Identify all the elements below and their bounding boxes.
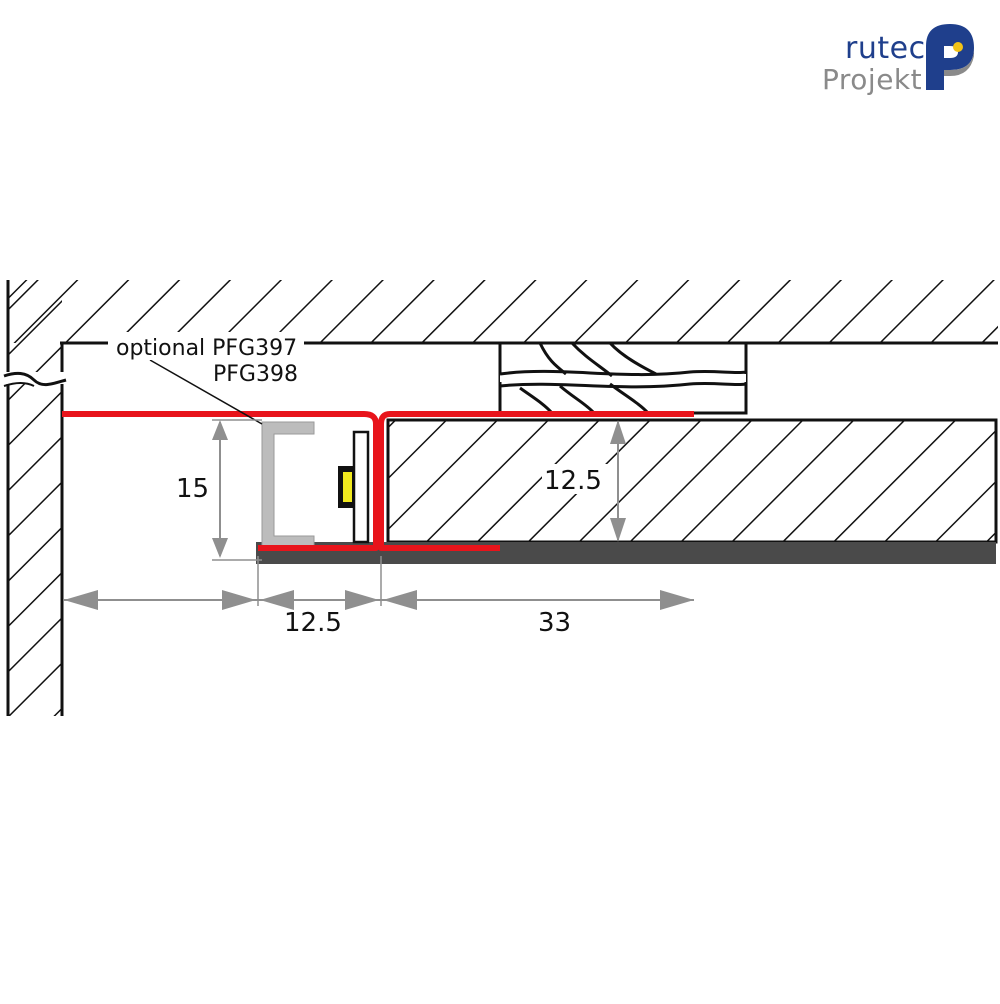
ceiling-board xyxy=(256,418,998,564)
red-profile xyxy=(62,411,379,551)
logo-text-projekt: Projekt xyxy=(822,63,923,96)
aluminium-channel xyxy=(261,421,315,549)
wall-break-mark xyxy=(3,371,67,387)
dimension-label-height-board: 12.5 xyxy=(544,466,602,496)
led-strip xyxy=(338,430,370,544)
dimension-horizontal xyxy=(64,556,694,610)
logo-mark-icon xyxy=(926,24,974,90)
dimension-height-board xyxy=(610,420,626,542)
left-wall xyxy=(3,280,67,716)
callout-leader xyxy=(149,359,263,425)
dimension-label-width-right: 33 xyxy=(538,608,571,638)
dimension-label-width-profile: 12.5 xyxy=(284,608,342,638)
red-profile-lip xyxy=(378,411,694,551)
logo-text-rutec: rutec xyxy=(845,31,926,66)
suspension-block xyxy=(498,341,748,415)
callout-label-line1: optional PFG397 xyxy=(116,336,297,361)
dimension-label-height-left: 15 xyxy=(176,474,209,504)
callout-label-line2: PFG398 xyxy=(213,362,298,387)
dimension-height-left xyxy=(212,419,262,561)
